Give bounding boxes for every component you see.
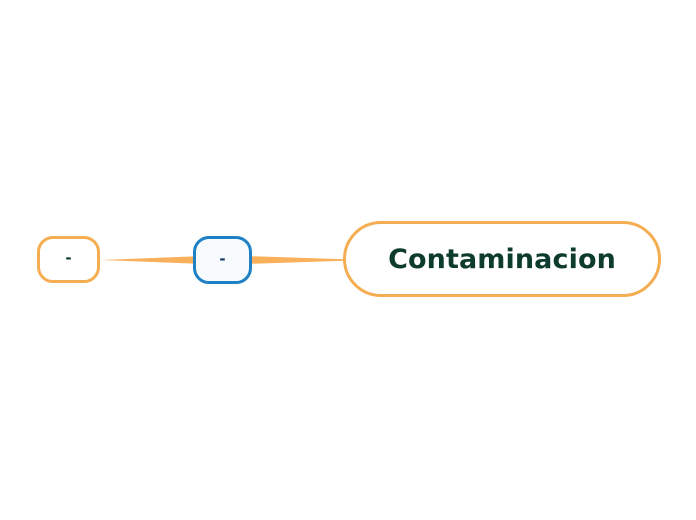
mindmap-node-leaf-1[interactable]: - <box>37 236 100 283</box>
node-leaf-2-label: - <box>219 249 226 268</box>
node-leaf-1-label: - <box>65 249 72 267</box>
node-root-label: Contaminacion <box>388 243 616 275</box>
connector-leaf1-to-leaf2 <box>100 256 194 264</box>
mindmap-node-root[interactable]: Contaminacion <box>343 221 661 297</box>
mindmap-node-leaf-2[interactable]: - <box>193 236 252 284</box>
connector-leaf2-to-root <box>251 256 345 264</box>
